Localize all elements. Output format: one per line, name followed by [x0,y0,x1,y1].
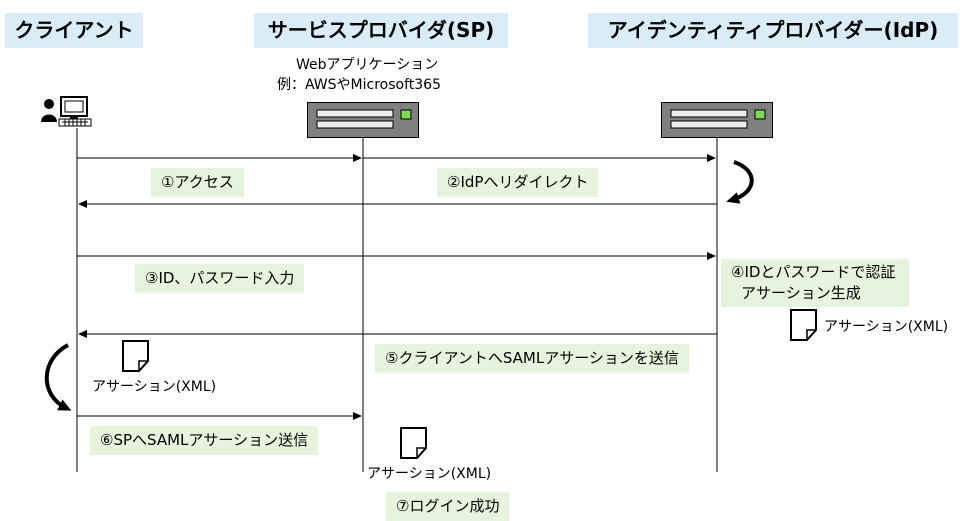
idp-redirect-loop-arrow [726,160,754,204]
step-6-label: ⑥SPへSAMLアサーション送信 [90,426,319,455]
sp-document-label: アサーション(XML) [367,466,492,482]
user-computer-icon [41,96,92,127]
sp-document-icon [400,427,427,459]
sp-server-icon [307,102,419,138]
client-loop-arrow [44,343,72,411]
client-header: クライアント [5,13,143,48]
idp-document-icon [790,309,817,341]
client-document-label: アサーション(XML) [92,379,217,395]
step-3-label: ③ID、パスワード入力 [135,264,305,293]
step-1-label: ①アクセス [151,168,244,197]
sp-caption-line1: Webアプリケーション [296,57,439,73]
idp-server-icon [661,102,773,138]
idp-document-label: アサーション(XML) [824,319,949,335]
step-7-label: ⑦ログイン成功 [386,492,510,521]
step-4-line1: ④IDとパスワードで認証 [731,263,896,281]
sp-caption-line2: 例：AWSやMicrosoft365 [277,77,441,93]
step-2-label: ②IdPへリダイレクト [437,168,599,197]
sp-header: サービスプロバイダ(SP) [254,13,508,48]
step-4-line2: アサーション生成 [741,284,861,302]
client-document-icon [122,340,149,372]
step-5-label: ⑤クライアントへSAMLアサーションを送信 [375,344,689,373]
step-4-label: ④IDとパスワードで認証 アサーション生成 [721,259,909,307]
idp-header: アイデンティティプロバイダー(IdP) [588,13,958,48]
